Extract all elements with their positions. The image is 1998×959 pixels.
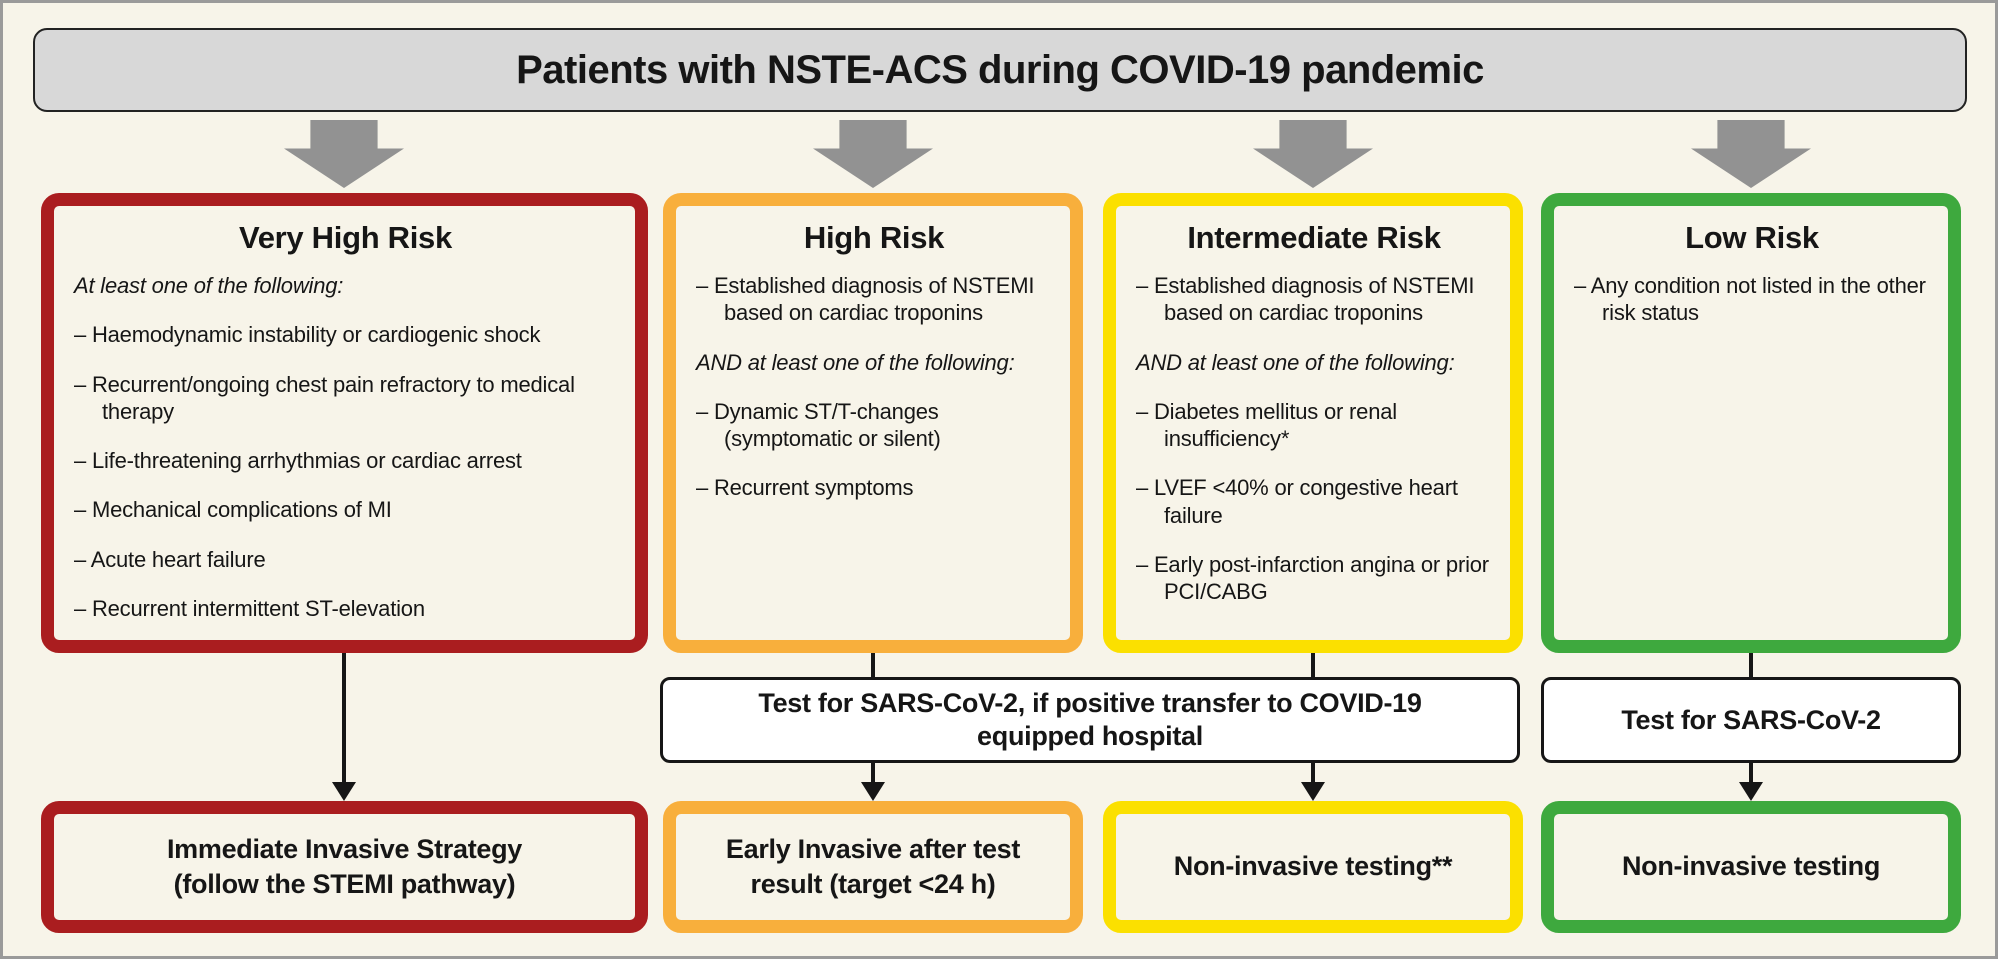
risk-item: – Life-threatening arrhythmias or cardia… [74, 448, 522, 474]
risk-item: – Established diagnosis of NSTEMI based … [696, 273, 1035, 326]
action-line: Immediate Invasive Strategy [166, 833, 523, 864]
action-line: (follow the STEMI pathway) [173, 869, 516, 899]
column-heading: Intermediate Risk [1187, 220, 1441, 255]
arrowhead-icon [332, 782, 356, 801]
down-arrow-connector [1749, 762, 1753, 784]
risk-note: AND at least one of the following: [696, 349, 1015, 375]
action-early-invasive-box: Early Invasive after test result (target… [663, 801, 1083, 933]
arrowhead-icon [861, 782, 885, 801]
risk-item: – Established diagnosis of NSTEMI based … [1136, 273, 1475, 326]
column-heading: Very High Risk [239, 220, 452, 255]
risk-item: – Recurrent/ongoing chest pain refractor… [74, 371, 575, 424]
down-arrow-connector [871, 762, 875, 784]
intermediate-risk-box: Intermediate Risk – Established diagnosi… [1103, 193, 1523, 653]
action-line: Early Invasive after test [725, 833, 1021, 864]
action-line: result (target <24 h) [750, 869, 996, 899]
risk-item: – Acute heart failure [74, 546, 266, 572]
risk-item: – LVEF <40% or congestive heart failure [1136, 475, 1458, 528]
down-arrow-connector [1311, 762, 1315, 784]
action-line: Non-invasive testing** [1173, 851, 1453, 882]
down-block-arrow-icon [1253, 120, 1373, 188]
test-box-line: equipped hospital [977, 721, 1203, 751]
down-block-arrow-icon [1691, 120, 1811, 188]
risk-item: – Recurrent symptoms [696, 475, 914, 501]
risk-item: – Dynamic ST/T-changes (symptomatic or s… [696, 398, 941, 452]
down-arrow-connector [1311, 653, 1315, 679]
column-heading: High Risk [803, 220, 945, 255]
action-non-invasive-low-box: Non-invasive testing [1541, 801, 1961, 933]
test-box-line: Test for SARS-CoV-2, if positive transfe… [758, 688, 1422, 719]
down-arrow-connector [871, 653, 875, 679]
very-high-risk-box: Very High Risk At least one of the follo… [41, 193, 648, 653]
column-heading: Low Risk [1685, 220, 1819, 255]
down-block-arrow-icon [813, 120, 933, 188]
risk-item: – Early post-infarction angina or prior … [1136, 551, 1489, 605]
arrowhead-icon [1301, 782, 1325, 801]
arrowhead-icon [1739, 782, 1763, 801]
sars-cov-2-test-low-risk-box: Test for SARS-CoV-2 [1541, 677, 1961, 763]
risk-note: AND at least one of the following: [1136, 349, 1455, 375]
high-risk-box: High Risk – Established diagnosis of NST… [663, 193, 1083, 653]
down-block-arrow-icon [284, 120, 404, 188]
action-line: Non-invasive testing [1621, 851, 1881, 882]
action-non-invasive-intermediate-box: Non-invasive testing** [1103, 801, 1523, 933]
flowchart-title-bar: Patients with NSTE-ACS during COVID-19 p… [33, 28, 1967, 112]
flowchart-title: Patients with NSTE-ACS during COVID-19 p… [516, 47, 1484, 92]
risk-note: At least one of the following: [74, 273, 344, 298]
sars-cov-2-test-combined-box: Test for SARS-CoV-2, if positive transfe… [660, 677, 1520, 763]
risk-item: – Haemodynamic instability or cardiogeni… [74, 322, 541, 348]
risk-item: – Diabetes mellitus or renal insufficien… [1136, 398, 1397, 452]
risk-item: – Mechanical complications of MI [74, 497, 392, 523]
down-arrow-connector [342, 653, 346, 784]
test-box-line: Test for SARS-CoV-2 [1621, 704, 1881, 735]
action-immediate-invasive-box: Immediate Invasive Strategy (follow the … [41, 801, 648, 933]
risk-item: – Recurrent intermittent ST-elevation [74, 595, 425, 621]
down-arrow-connector [1749, 653, 1753, 679]
risk-item: – Any condition not listed in the other … [1574, 273, 1926, 326]
low-risk-box: Low Risk – Any condition not listed in t… [1541, 193, 1961, 653]
